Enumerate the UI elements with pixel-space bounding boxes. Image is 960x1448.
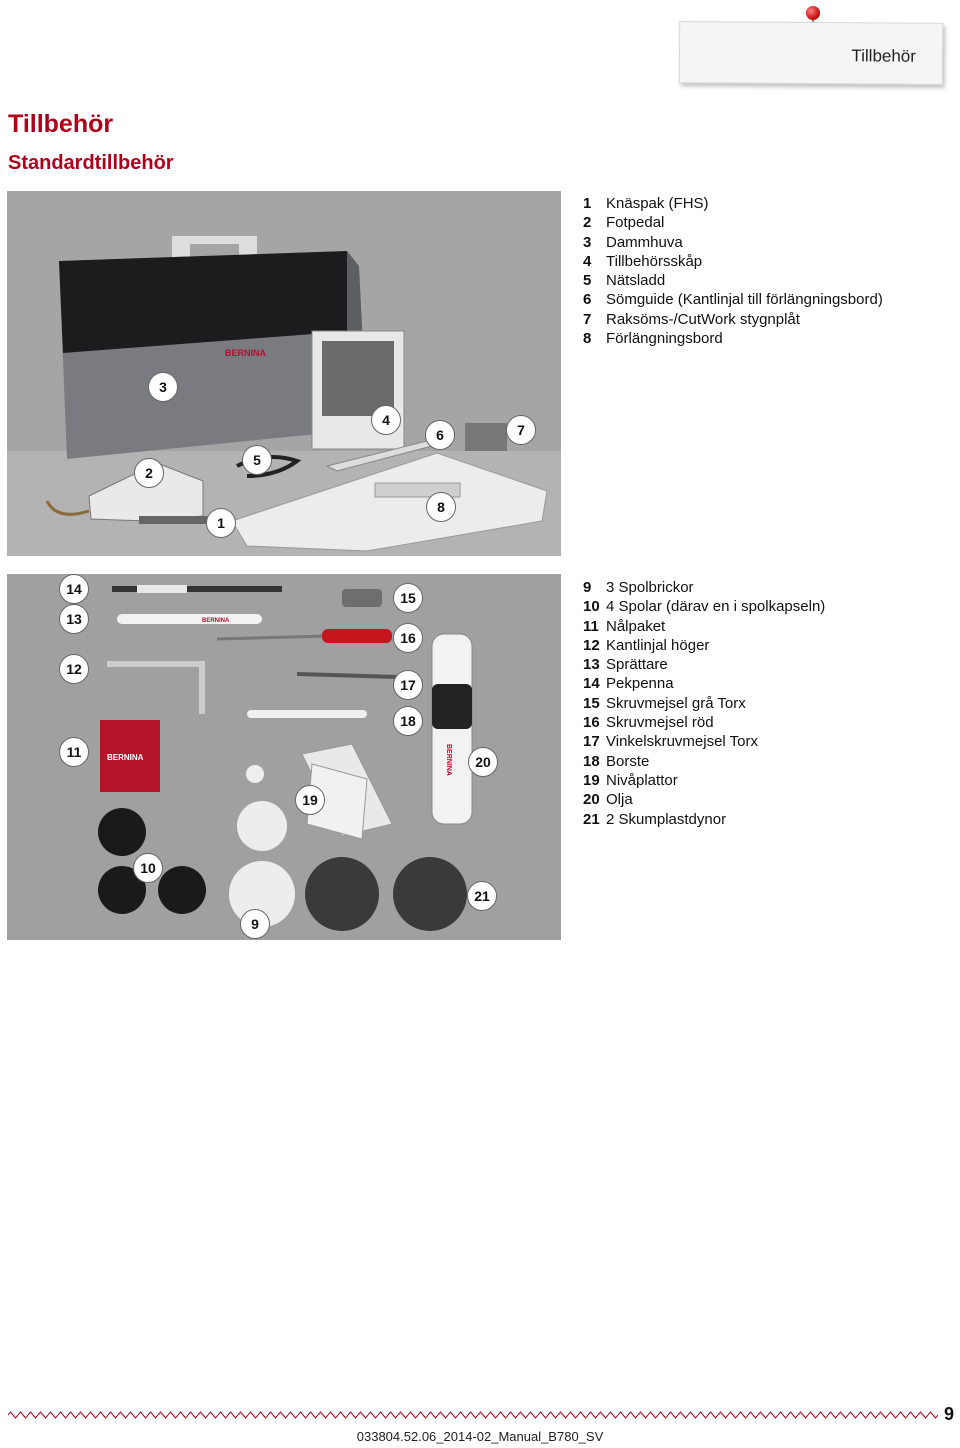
decorative-border-line [8, 1410, 938, 1420]
callout-4: 4 [371, 405, 401, 435]
callout-18: 18 [393, 706, 423, 736]
callout-15: 15 [393, 583, 423, 613]
photo-small-accessories: BERNINA BERNINA BERNINA 14 13 12 [7, 574, 561, 940]
callout-1: 1 [206, 508, 236, 538]
section-tab: Tillbehör [678, 21, 944, 85]
oil-brand-label: BERNINA [445, 744, 452, 776]
callout-5: 5 [242, 445, 272, 475]
callout-8: 8 [426, 492, 456, 522]
callout-9: 9 [240, 909, 270, 939]
page-subtitle: Standardtillbehör [8, 152, 174, 174]
accessories-illustration-1: BERNINA [7, 191, 561, 556]
photo-machine-accessories: BERNINA 1 2 3 4 5 6 7 8 [7, 191, 561, 556]
callout-12: 12 [59, 654, 89, 684]
bag-brand-label: BERNINA [225, 348, 267, 358]
callout-10: 10 [133, 853, 163, 883]
accessories-illustration-2: BERNINA BERNINA BERNINA [7, 574, 561, 940]
pushpin-icon [806, 6, 820, 20]
callout-14: 14 [59, 574, 89, 604]
callout-7: 7 [506, 415, 536, 445]
callout-20: 20 [468, 747, 498, 777]
callout-6: 6 [425, 420, 455, 450]
page-number: 9 [944, 1404, 955, 1424]
callout-2: 2 [134, 458, 164, 488]
section-tab-label: Tillbehör [851, 46, 917, 66]
page-title: Tillbehör [8, 110, 114, 138]
callout-19: 19 [295, 785, 325, 815]
callout-11: 11 [59, 737, 89, 767]
document-id: 033804.52.06_2014-02_Manual_B780_SV [356, 1429, 604, 1444]
callout-16: 16 [393, 623, 423, 653]
callout-13: 13 [59, 604, 89, 634]
ripper-brand-label: BERNINA [202, 618, 230, 624]
callout-17: 17 [393, 670, 423, 700]
needle-pack-label: BERNINA [107, 753, 144, 762]
callout-3: 3 [148, 372, 178, 402]
callout-21: 21 [467, 881, 497, 911]
